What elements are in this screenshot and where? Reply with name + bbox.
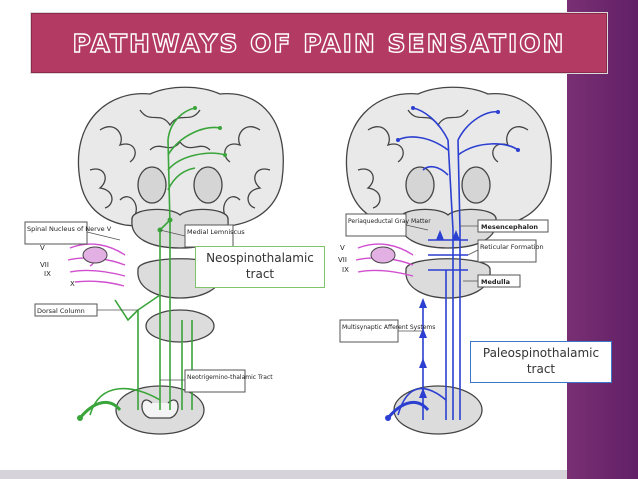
slide-title: PATHWAYS OF PAIN SENSATION xyxy=(72,28,566,58)
label-periaqueductal: Periaqueductal Gray Matter xyxy=(348,218,431,225)
label-neotrigemino: Neotrigemino-thalamic Tract xyxy=(187,374,273,381)
label-multisynaptic: Multisynaptic Afferent Systems xyxy=(342,324,435,331)
right-tract-arrows xyxy=(385,106,520,421)
right-label-boxes xyxy=(339,213,549,343)
label-medial-lemniscus: Medial Lemniscus xyxy=(187,228,245,236)
label-reticular: Reticular Formation xyxy=(480,243,544,251)
label-medulla: Medulla xyxy=(481,278,510,286)
label-nerve-v: V xyxy=(40,244,45,252)
paleospinothalamic-label: Paleospinothalamic tract xyxy=(482,346,600,376)
left-brain-section xyxy=(77,86,284,231)
label-right-nerve-vii: VII xyxy=(338,256,347,264)
label-spinal-nucleus: Spinal Nucleus of Nerve V xyxy=(27,225,112,233)
bottom-decoration-bar xyxy=(0,470,567,479)
neospinothalamic-callout: Neospinothalamic tract xyxy=(195,246,325,288)
label-mesencephalon: Mesencephalon xyxy=(481,223,538,231)
paleospinothalamic-callout: Paleospinothalamic tract xyxy=(470,341,612,383)
label-nerve-ix: IX xyxy=(44,270,51,278)
paleospinothalamic-tract-lines xyxy=(386,107,519,420)
label-right-nerve-ix: IX xyxy=(342,266,349,274)
label-right-nerve-v: V xyxy=(340,244,345,252)
left-label-boxes xyxy=(24,221,246,393)
side-decoration-strip xyxy=(567,0,638,479)
label-nerve-x: X xyxy=(70,280,75,288)
label-nerve-vii: VII xyxy=(40,261,49,269)
neospinothalamic-label: Neospinothalamic tract xyxy=(206,251,314,281)
label-dorsal-column: Dorsal Column xyxy=(37,307,85,315)
right-brainstem xyxy=(393,208,497,435)
title-bar: PATHWAYS OF PAIN SENSATION xyxy=(30,12,608,74)
right-pathway-diagram: Periaqueductal Gray Matter Mesencephalon… xyxy=(338,86,552,435)
left-pathway-diagram: Spinal Nucleus of Nerve V Medial Lemnisc… xyxy=(24,86,284,435)
